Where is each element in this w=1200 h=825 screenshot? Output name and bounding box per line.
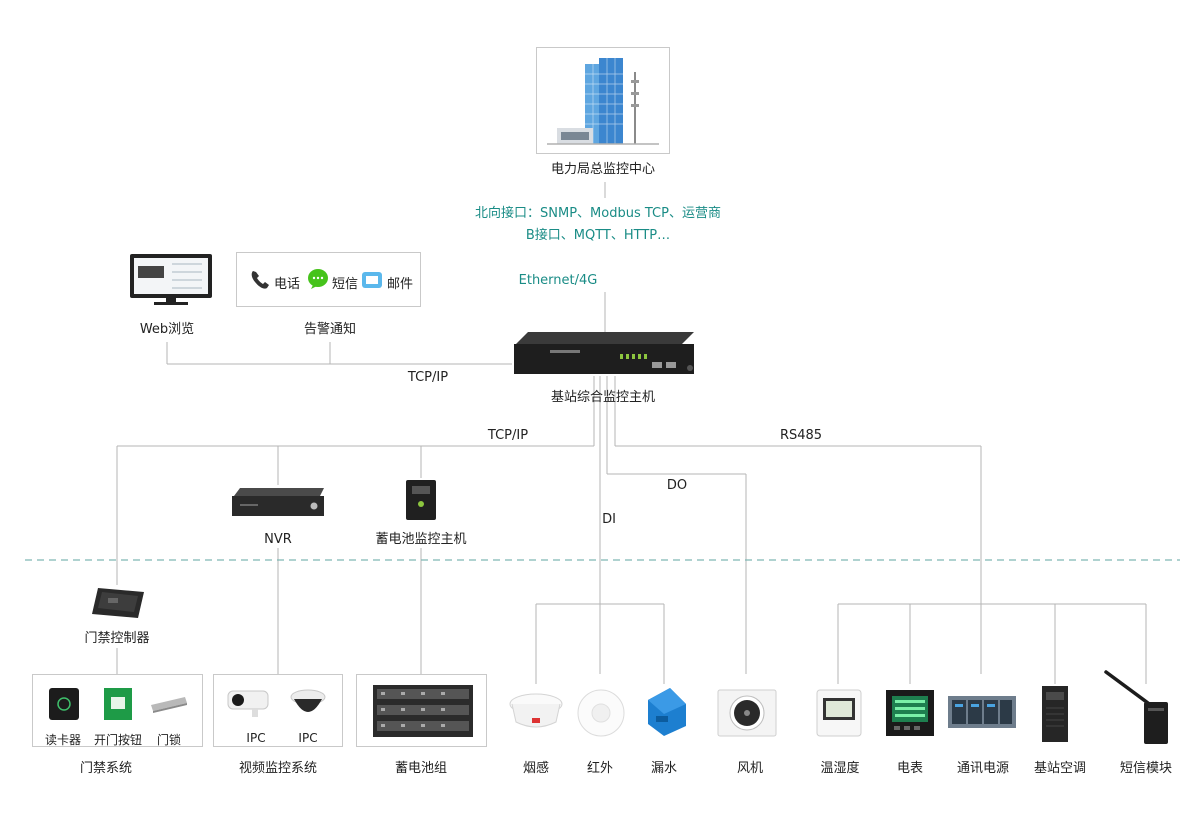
power-meter-device [884,688,936,738]
water-leak-icon [648,688,686,736]
sensor-label-smoke: 烟感 [522,761,550,776]
water-leak-sensor-device [640,686,690,738]
monitoring-center-label: 电力局总监控中心 [550,162,656,177]
door-lock-icon [151,697,187,713]
exit-button-icon [104,688,132,720]
door-controller-label: 门禁控制器 [84,631,150,646]
video-item-ipc-2: IPC [298,731,318,745]
smoke-detector-icon [509,693,563,728]
host-label: 基站综合监控主机 [550,390,656,405]
sms-modem-antenna-icon [1104,670,1168,744]
door-controller-icon [92,588,144,618]
do-bus-label: DO [666,478,688,493]
sms-module-device [1104,668,1170,748]
dome-camera-icon [290,689,326,712]
battery-rack-icon [373,685,473,737]
monitoring-host-device [510,330,700,378]
telecom-power-icon [948,696,1016,728]
battery-monitor-host-device [404,478,438,522]
door-item-lock: 门锁 [156,733,182,747]
nvr-recorder-icon [232,488,324,516]
sensor-label-telecom-power: 通讯电源 [956,761,1010,776]
infrared-sensor-icon [577,689,625,737]
battery-host-icon [406,480,436,520]
fan-device [716,688,778,738]
sensor-label-ac: 基站空调 [1033,761,1087,776]
phone-icon [251,271,269,289]
card-reader-icon [49,688,79,720]
nvr-device [230,486,328,522]
alarm-phone-label: 电话 [274,277,301,292]
telecom-power-device [946,694,1018,730]
battery-group-label: 蓄电池组 [394,761,448,776]
sensor-label-infrared: 红外 [586,761,614,776]
video-system-label: 视频监控系统 [238,761,318,776]
temp-humidity-device [815,688,863,738]
door-system-box: 读卡器 开门按钮 门锁 [32,674,203,747]
fan-icon [717,689,777,737]
web-monitor-device [128,252,214,306]
door-system-label: 门禁系统 [79,761,133,776]
door-item-exit-button: 开门按钮 [93,733,143,747]
power-meter-icon [886,690,934,736]
smoke-detector-device [508,688,564,736]
web-browse-label: Web浏览 [139,322,195,337]
uplink-label: Ethernet/4G [518,273,598,288]
video-system-box: IPC IPC [213,674,343,747]
infrared-sensor-device [576,688,626,738]
air-conditioner-icon [1042,686,1068,742]
sensor-label-leak: 漏水 [650,761,678,776]
tcpip-top-label: TCP/IP [407,370,449,385]
bullet-camera-icon [227,690,269,717]
door-item-card-reader: 读卡器 [44,733,82,747]
alarm-notify-box: 电话 短信 邮件 [236,252,421,307]
tcpip-bus-label: TCP/IP [487,428,529,443]
sensor-label-meter: 电表 [896,761,924,776]
nvr-label: NVR [264,532,292,547]
sensor-label-sms-module: 短信模块 [1119,761,1173,776]
alarm-notify-label: 告警通知 [303,322,357,337]
mail-icon [362,272,382,288]
di-bus-label: DI [602,512,616,527]
monitor-icon [130,254,212,305]
sensor-label-fan: 风机 [736,761,764,776]
monitoring-center-image-box [536,47,670,154]
battery-group-box [356,674,487,747]
protocols-line-1: 北向接口：SNMP、Modbus TCP、运营商 [475,206,721,221]
video-item-ipc-1: IPC [246,731,266,745]
building-tower-icon [547,58,659,145]
sensor-label-temp-humidity: 温湿度 [820,761,860,776]
battery-host-label: 蓄电池监控主机 [375,532,467,547]
rs485-bus-label: RS485 [779,428,823,443]
thermo-hygrometer-icon [816,689,862,737]
alarm-mail-label: 邮件 [387,277,414,292]
protocols-line-2: B接口、MQTT、HTTP… [525,228,671,243]
door-controller-device [88,584,148,622]
alarm-sms-label: 短信 [332,277,359,292]
host-chassis-icon [514,332,694,374]
base-station-ac-device [1040,684,1070,744]
sms-bubble-icon [308,269,328,289]
